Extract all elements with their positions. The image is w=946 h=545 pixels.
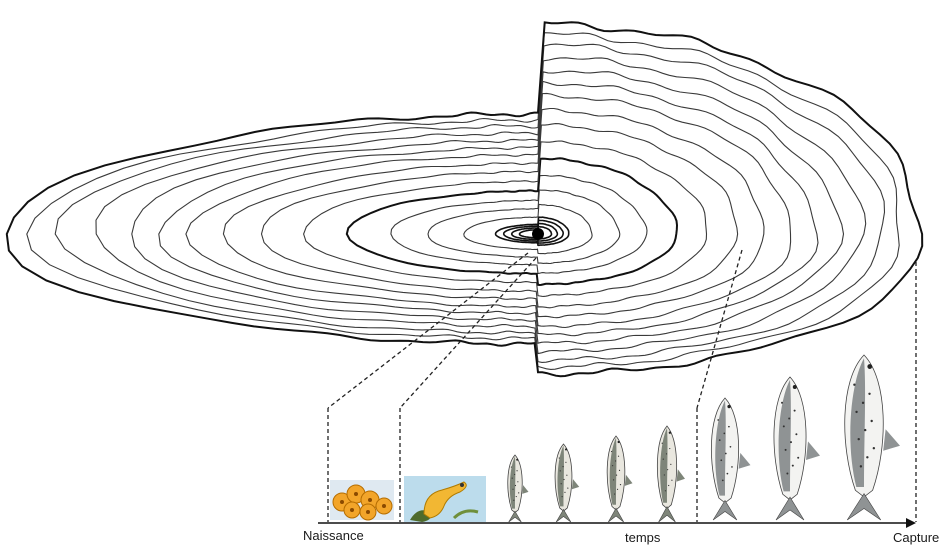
otolith-growth-ring <box>54 43 886 363</box>
axis-label-birth: Naissance <box>303 528 364 543</box>
otolith-growth-ring <box>185 92 792 329</box>
axis-label-time: temps <box>625 530 661 545</box>
otolith-growth-ring <box>222 107 765 319</box>
otolith-growth-ring <box>260 123 739 309</box>
projection-line-hatch-outer <box>399 257 537 409</box>
axis-label-capture: Capture <box>893 530 940 545</box>
juvenile-fish-icon <box>554 443 580 523</box>
egg-cluster-icon <box>330 480 394 521</box>
otolith-growth-ring <box>390 174 648 275</box>
larva-icon <box>404 476 486 522</box>
juvenile-fish-icon <box>657 425 685 523</box>
juvenile-fish-group <box>507 425 685 523</box>
juvenile-fish-icon <box>507 454 529 523</box>
time-axis <box>318 518 916 528</box>
otolith-core-ring <box>502 219 565 245</box>
projection-line-smolt-outer <box>696 249 743 409</box>
otolith-growth-ring <box>26 32 900 370</box>
otolith-growth-ring <box>303 140 708 297</box>
otolith-growth-ring <box>158 80 819 337</box>
otolith-core-ring <box>494 216 570 247</box>
otolith-growth-ring <box>345 157 679 287</box>
adult-salmon-group <box>710 354 900 521</box>
projection-lines <box>327 249 917 522</box>
otolith-growth-ring <box>131 70 845 345</box>
adult-salmon-icon <box>773 376 820 521</box>
otolith-outer-edge <box>5 21 924 378</box>
otolith-nucleus <box>532 228 544 240</box>
otolith-rings <box>5 21 924 378</box>
adult-salmon-icon <box>844 354 900 521</box>
otolith-growth-ring <box>427 189 621 265</box>
otolith-growth-ring <box>463 203 593 255</box>
time-axis-arrowhead-icon <box>906 518 916 528</box>
adult-salmon-icon <box>710 397 751 521</box>
otolith-core-ring <box>510 222 559 243</box>
otolith-growth-ring <box>95 57 867 355</box>
projection-line-birth-outer <box>327 252 529 409</box>
juvenile-fish-icon <box>606 435 633 523</box>
